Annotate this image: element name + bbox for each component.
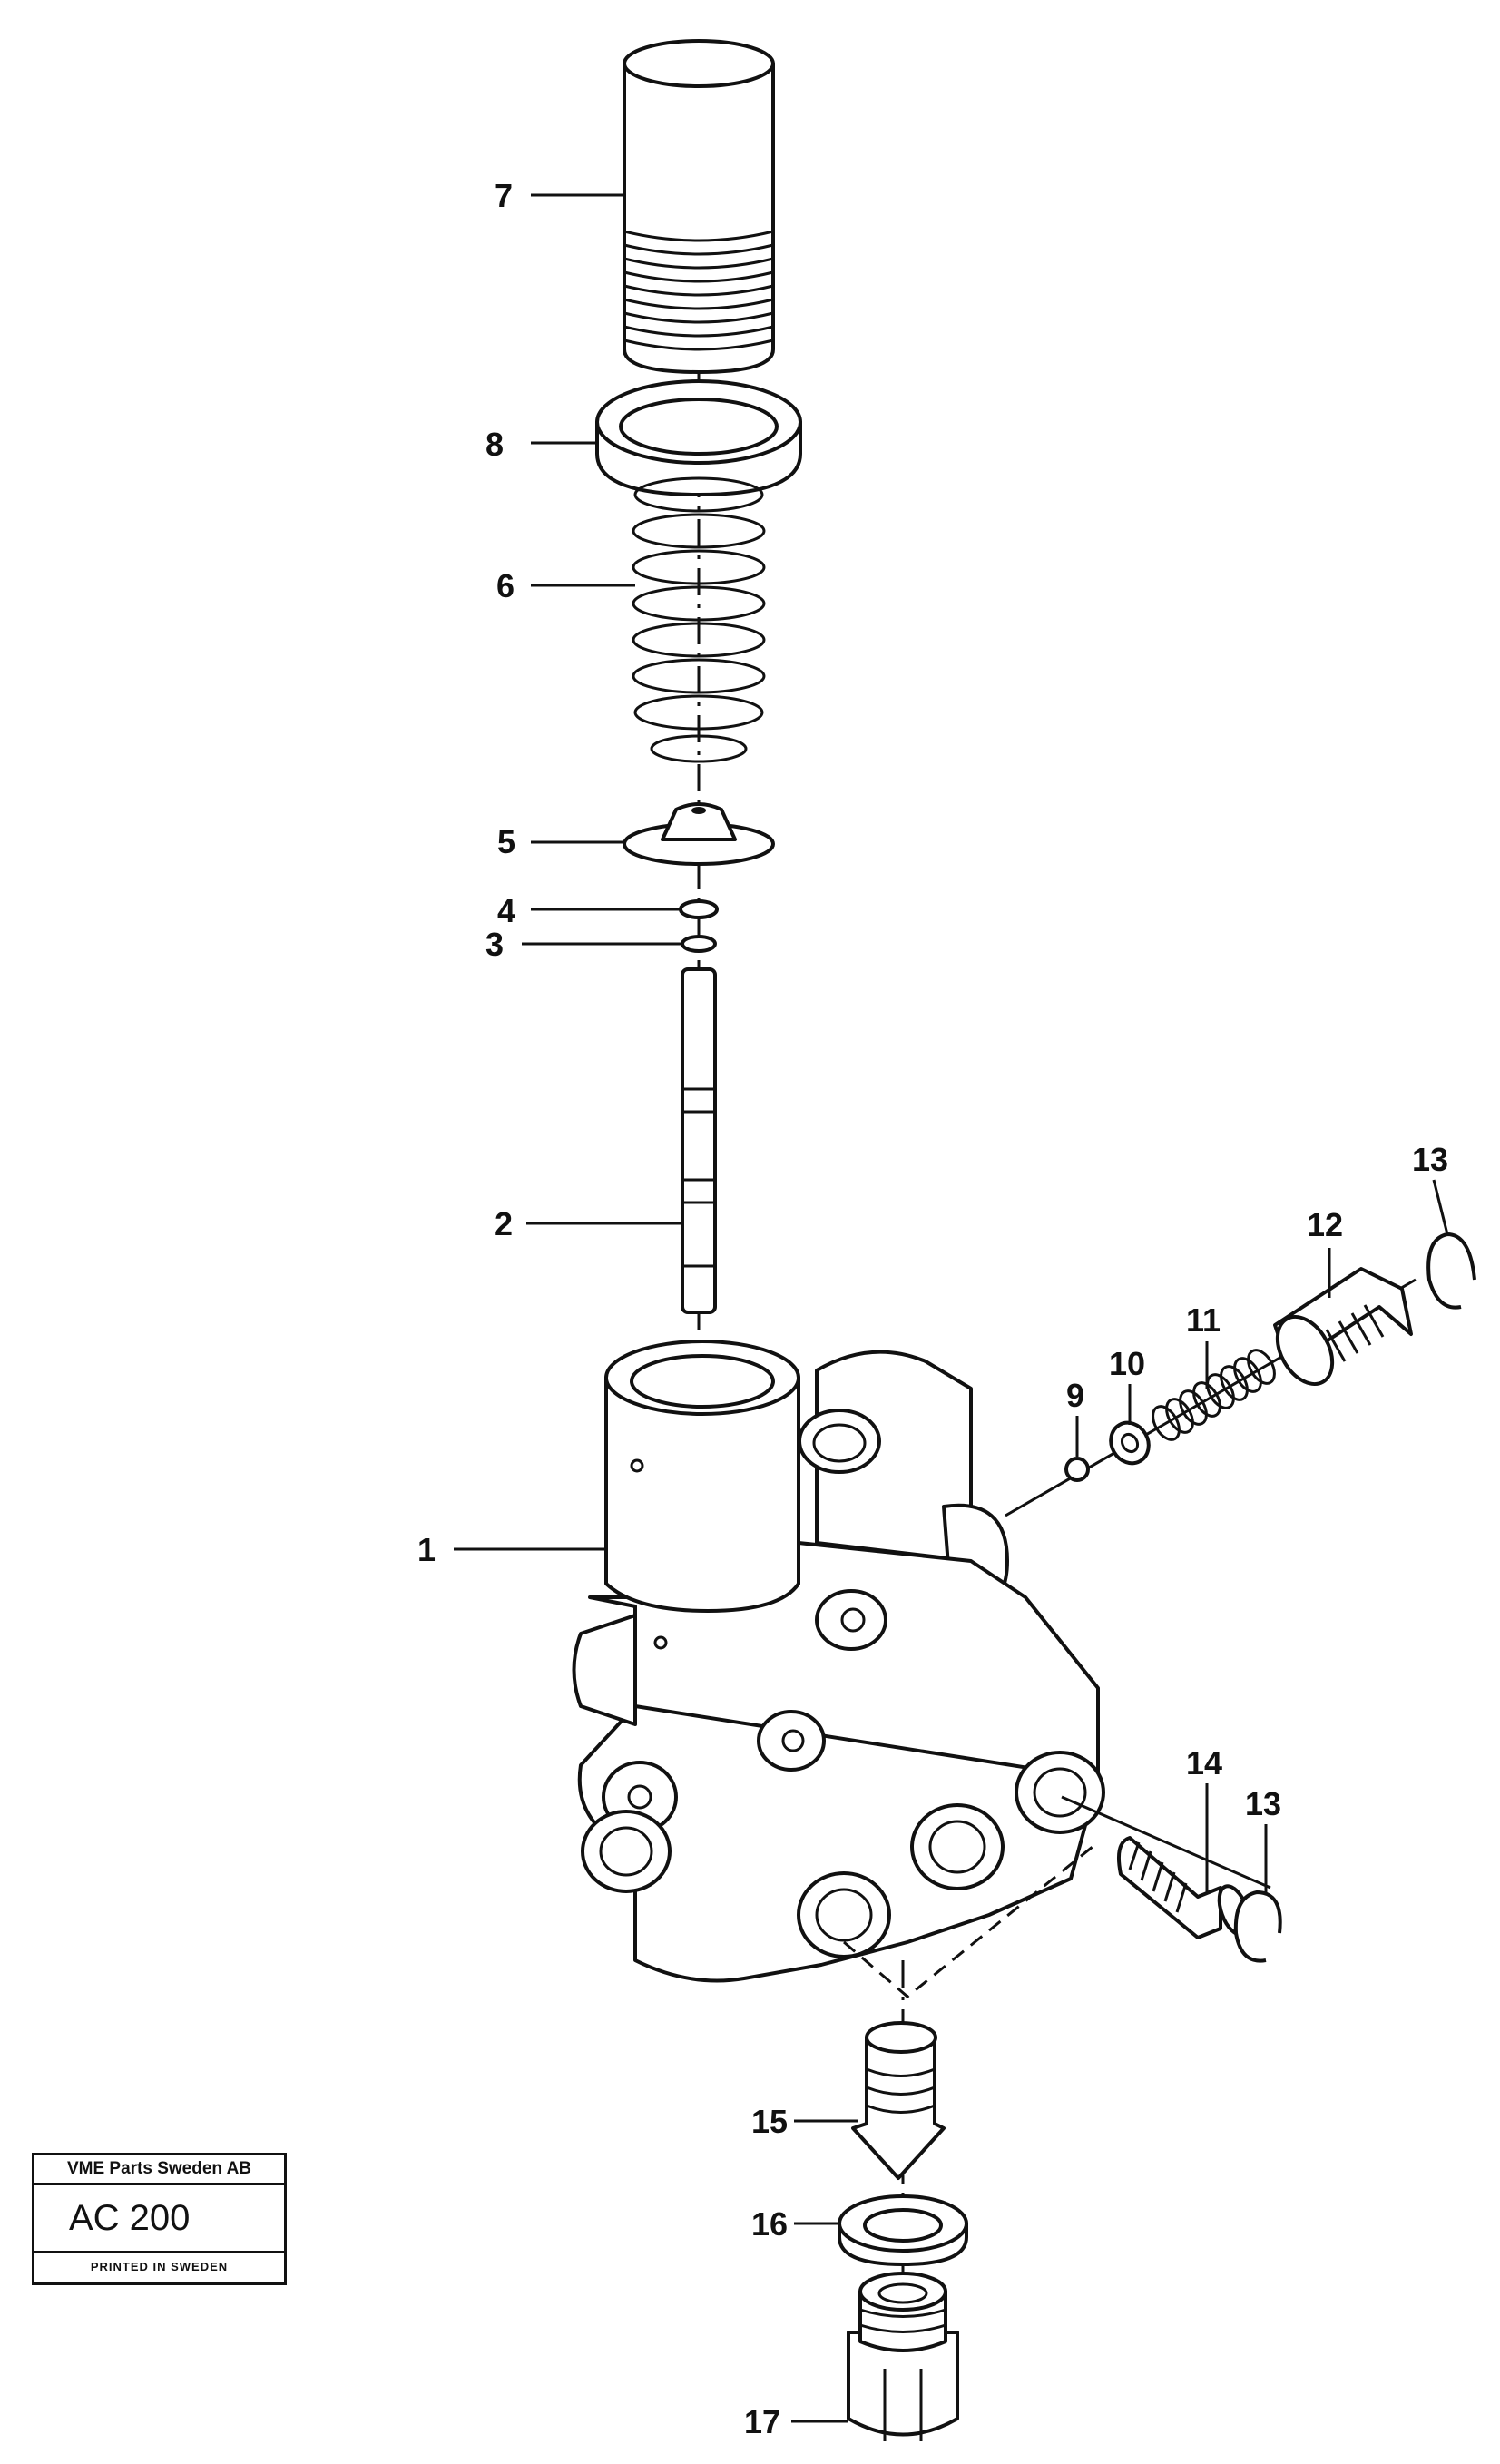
callout-7: 7 — [495, 177, 513, 214]
part-6-spring — [632, 476, 766, 763]
part-8-nut — [595, 379, 802, 496]
part-9-ball — [1064, 1457, 1090, 1482]
callout-8: 8 — [485, 426, 504, 463]
callout-1: 1 — [417, 1531, 436, 1568]
title-block-company: VME Parts Sweden AB — [34, 2155, 284, 2185]
callout-14: 14 — [1186, 1744, 1222, 1782]
part-2-spool — [681, 967, 717, 1314]
callout-13-lower: 13 — [1245, 1785, 1281, 1822]
title-block-code: AC 200 — [34, 2185, 284, 2253]
callout-12: 12 — [1307, 1206, 1343, 1243]
callout-9: 9 — [1066, 1377, 1084, 1414]
part-17-plug — [847, 2272, 959, 2441]
part-14-check-plug — [1117, 1836, 1251, 1939]
callout-2: 2 — [495, 1205, 513, 1242]
callout-11: 11 — [1186, 1301, 1221, 1339]
callout-10: 10 — [1109, 1345, 1145, 1382]
callout-17: 17 — [744, 2403, 780, 2440]
title-block: VME Parts Sweden AB AC 200 PRINTED IN SW… — [32, 2153, 287, 2285]
callout-16: 16 — [751, 2205, 788, 2243]
title-block-printed: PRINTED IN SWEDEN — [90, 2260, 229, 2273]
part-4-washer — [679, 899, 719, 919]
part-7-cap — [623, 39, 775, 374]
callout-4: 4 — [497, 892, 515, 929]
part-11-spring — [1152, 1349, 1276, 1441]
part-1-valve-body — [572, 1340, 1105, 1998]
callout-6: 6 — [496, 567, 515, 604]
callout-3: 3 — [485, 926, 504, 963]
part-10-washer — [1109, 1420, 1151, 1466]
part-13-circlip-lower — [1233, 1890, 1282, 1963]
part-5-spring-seat — [623, 802, 775, 866]
callout-15: 15 — [751, 2103, 788, 2140]
callout-5: 5 — [497, 823, 515, 860]
part-15-check-valve — [851, 2021, 946, 2180]
callout-13-upper: 13 — [1412, 1141, 1448, 1178]
part-12-plug — [1273, 1267, 1413, 1386]
part-3-washer — [681, 935, 717, 953]
leader-lines — [454, 193, 1449, 2423]
part-16-seal-ring — [838, 2194, 968, 2266]
part-13-circlip-upper — [1426, 1232, 1476, 1310]
